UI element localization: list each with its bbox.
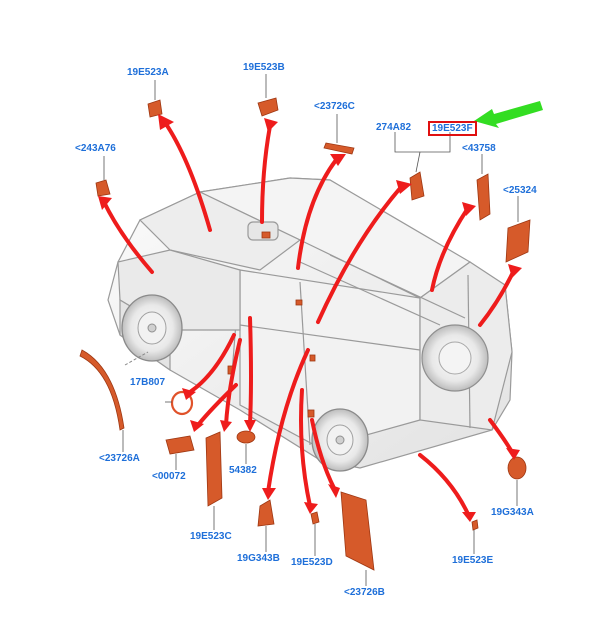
part-19E523C xyxy=(205,431,223,507)
part-mark-wheel xyxy=(307,409,315,418)
parts xyxy=(79,97,531,571)
side-panel xyxy=(239,269,421,449)
part-00072 xyxy=(165,435,195,455)
callout-19E523C[interactable]: 19E523C xyxy=(190,531,232,542)
part-19E523E xyxy=(471,519,479,531)
callout-23726C[interactable]: <23726C xyxy=(314,101,355,112)
rear-wheel xyxy=(311,408,369,472)
callout-19G343A[interactable]: 19G343A xyxy=(491,507,534,518)
front-wheel xyxy=(121,294,183,362)
part-243A76 xyxy=(95,179,111,197)
part-19E523A xyxy=(147,99,163,118)
windshield xyxy=(138,191,302,271)
callout-00072[interactable]: <00072 xyxy=(152,471,186,482)
part-mark-side xyxy=(295,299,303,306)
part-23726B xyxy=(340,491,375,571)
wheel-axis-line xyxy=(124,351,149,366)
callout-274A82[interactable]: 274A82 xyxy=(376,122,412,133)
part-17B807 xyxy=(170,390,194,416)
roof-rail-2 xyxy=(299,261,441,326)
part-19G343B xyxy=(257,499,275,527)
callout-23726B[interactable]: <23726B xyxy=(344,587,385,598)
leader-lines xyxy=(103,74,519,586)
callout-19E523F-highlighted[interactable]: 19E523F xyxy=(428,121,477,136)
part-19E523D xyxy=(310,511,320,525)
spare-wheel xyxy=(421,324,489,392)
arrowheads xyxy=(98,114,522,522)
part-mark-side-2 xyxy=(309,354,316,362)
callout-19G343B[interactable]: 19G343B xyxy=(237,553,280,564)
part-23726C xyxy=(323,142,355,155)
part-43758 xyxy=(476,173,491,221)
part-19G343A xyxy=(507,456,527,480)
part-54382 xyxy=(236,430,256,444)
part-25324 xyxy=(505,219,531,263)
roof-rail xyxy=(329,254,466,319)
callout-23726A[interactable]: <23726A xyxy=(99,453,140,464)
belt-line xyxy=(239,324,421,351)
part-23726A xyxy=(79,349,125,431)
callout-25324[interactable]: <25324 xyxy=(503,185,537,196)
callout-43758[interactable]: <43758 xyxy=(462,143,496,154)
callout-19E523E[interactable]: 19E523E xyxy=(452,555,494,566)
callout-19E523B[interactable]: 19E523B xyxy=(243,62,285,73)
part-mark-roof xyxy=(261,231,271,239)
arrows xyxy=(102,122,516,516)
callout-17B807[interactable]: 17B807 xyxy=(130,377,166,388)
sliding-door-line xyxy=(299,281,311,446)
callout-19E523D[interactable]: 19E523D xyxy=(291,557,333,568)
callout-243A76[interactable]: <243A76 xyxy=(75,143,116,154)
callout-19E523A[interactable]: 19E523A xyxy=(127,67,169,78)
part-274A82 xyxy=(409,171,425,201)
part-19E523B xyxy=(257,97,279,117)
highlight-pointer-arrow xyxy=(474,101,543,128)
callout-54382[interactable]: 54382 xyxy=(229,465,257,476)
